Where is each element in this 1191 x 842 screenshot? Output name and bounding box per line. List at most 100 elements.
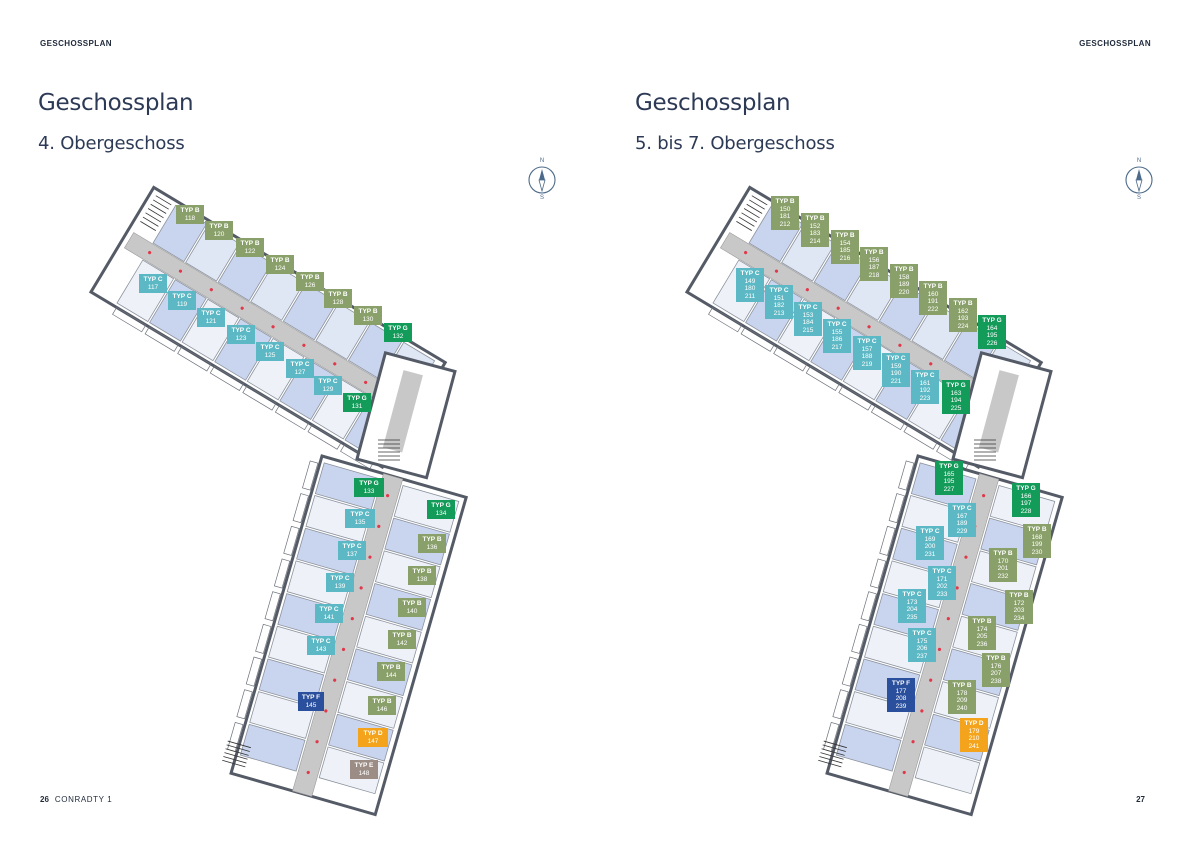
page-subtitle: 4. Obergeschoss [38, 133, 185, 154]
unit-number: 151 [773, 294, 785, 302]
unit-number: 119 [176, 300, 188, 308]
unit-number: 220 [898, 288, 910, 296]
unit-number: 235 [906, 613, 918, 621]
unit-type: TYP C [857, 338, 877, 345]
unit-number: 197 [1020, 500, 1032, 507]
unit-number: 187 [868, 264, 880, 271]
unit-number: 178 [956, 689, 968, 697]
unit-number: 236 [976, 640, 988, 648]
unit-type: TYP B [835, 232, 855, 239]
compass-icon: N S [1122, 158, 1156, 202]
floor-plan-drawing [684, 185, 1065, 817]
unit-number: 159 [890, 362, 902, 370]
unit-number: 215 [802, 326, 814, 334]
unit-number: 138 [416, 575, 428, 583]
unit-type: TYP C [231, 327, 251, 334]
unit-number: 219 [861, 360, 873, 368]
unit-type: TYP B [923, 283, 943, 290]
compass-south-label: S [1136, 195, 1141, 201]
unit-number: 147 [367, 737, 379, 745]
unit-type: TYP B [328, 291, 348, 298]
unit-type: TYP E [354, 762, 374, 769]
unit-type: TYP F [301, 694, 321, 701]
compass-north-label: N [539, 158, 545, 164]
unit-number: 183 [809, 230, 821, 237]
unit-number: 232 [997, 572, 1009, 580]
unit-type: TYP C [798, 304, 818, 311]
unit-number: 122 [244, 247, 256, 255]
unit-number: 181 [779, 213, 791, 220]
unit-number: 237 [916, 652, 928, 660]
unit-number: 208 [895, 695, 907, 702]
unit-number: 192 [919, 387, 931, 394]
unit-type: TYP C [172, 293, 192, 300]
unit-type: TYP C [290, 361, 310, 368]
unit-number: 142 [396, 639, 408, 647]
